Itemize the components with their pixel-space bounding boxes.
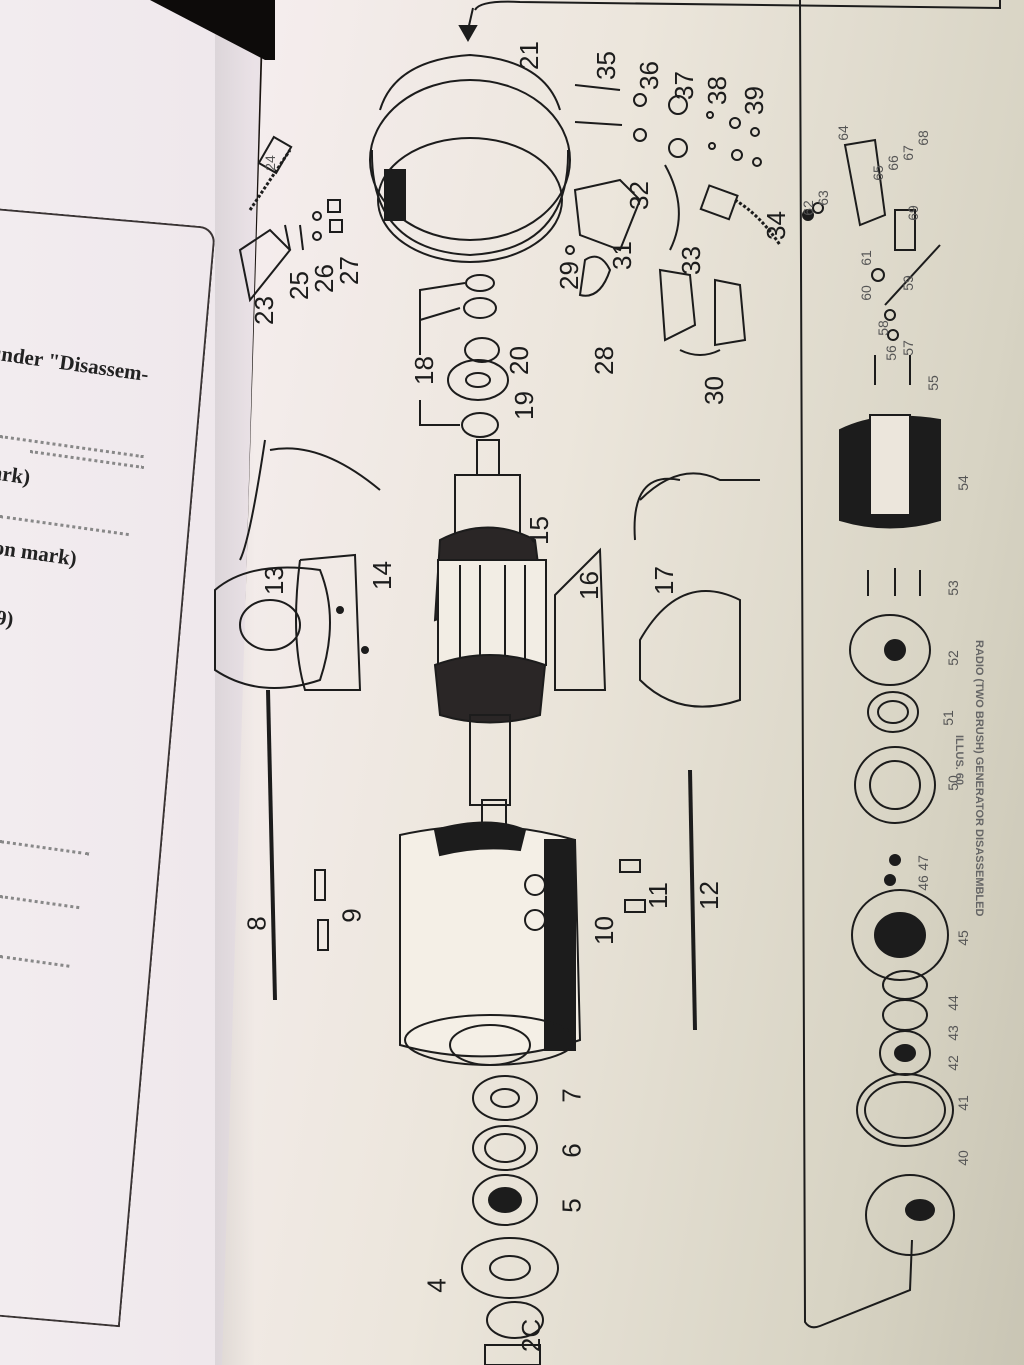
part-label-9: 9 (336, 908, 367, 923)
figure-title: RADIO (TWO BRUSH) GENERATOR DISASSEMBLED (973, 640, 985, 917)
part-label-35: 35 (590, 51, 621, 80)
part-label-44: 44 (944, 995, 961, 1011)
part-label-37: 37 (668, 71, 699, 100)
part-label-62: 62 (799, 200, 816, 216)
part-label-67: 67 (899, 145, 916, 161)
part-label-30: 30 (698, 376, 729, 405)
part-label-47: 47 (914, 855, 931, 871)
part-label-43: 43 (944, 1025, 961, 1041)
part-label-6: 6 (556, 1143, 587, 1158)
part-label-11: 11 (643, 882, 673, 909)
part-label-24: 24 (261, 155, 278, 171)
right-page (222, 0, 1024, 1365)
part-label-31: 31 (606, 241, 637, 270)
part-label-15: 15 (523, 516, 554, 545)
part-label-69: 69 (904, 205, 921, 221)
part-label-12: 12 (693, 881, 724, 910)
part-label-61: 61 (857, 250, 874, 266)
gutter-shadow (215, 0, 255, 1365)
part-label-28: 28 (588, 346, 619, 375)
part-label-64: 64 (834, 125, 851, 141)
part-label-4: 4 (421, 1278, 452, 1293)
part-label-56: 56 (882, 345, 899, 361)
part-label-40: 40 (954, 1150, 971, 1166)
part-label-41: 41 (954, 1095, 971, 1111)
part-label-16: 16 (573, 571, 604, 600)
part-label-19: 19 (508, 391, 539, 420)
part-label-20: 20 (503, 346, 534, 375)
part-label-27: 27 (333, 256, 364, 285)
part-label-46: 46 (914, 875, 931, 891)
part-label-33: 33 (675, 246, 706, 275)
part-label-2C: 2C (516, 1318, 547, 1353)
part-label-21: 21 (513, 41, 544, 70)
part-label-17: 17 (648, 566, 679, 595)
left-page: under "Disassem- ark) on mark) 9) (0, 0, 262, 1365)
part-label-32: 32 (623, 181, 654, 210)
part-label-36: 36 (633, 61, 664, 90)
part-label-55: 55 (924, 375, 941, 391)
part-label-66: 66 (884, 155, 901, 171)
part-label-23: 23 (248, 296, 279, 325)
part-label-59: 59 (899, 275, 916, 291)
part-label-54: 54 (954, 475, 971, 491)
figure-number: ILLUS. 60 (953, 735, 965, 786)
part-label-7: 7 (556, 1088, 587, 1103)
part-label-18: 18 (408, 356, 439, 385)
figure-caption: ILLUS. 60 RADIO (TWO BRUSH) GENERATOR DI… (925, 640, 1005, 916)
part-label-65: 65 (869, 165, 886, 181)
part-label-60: 60 (857, 285, 874, 301)
part-label-39: 39 (738, 86, 769, 115)
part-label-68: 68 (914, 130, 931, 146)
part-label-8: 8 (241, 916, 272, 931)
part-label-57: 57 (899, 340, 916, 356)
part-label-10: 10 (588, 916, 619, 945)
part-label-58: 58 (874, 320, 891, 336)
part-label-63: 63 (814, 190, 831, 206)
part-label-45: 45 (954, 930, 971, 946)
part-label-38: 38 (701, 76, 732, 105)
part-label-29: 29 (553, 261, 584, 290)
part-label-42: 42 (944, 1055, 961, 1071)
part-label-13: 13 (258, 566, 289, 595)
part-label-53: 53 (944, 580, 961, 596)
part-label-14: 14 (366, 561, 397, 590)
part-label-5: 5 (556, 1198, 587, 1213)
part-label-34: 34 (760, 211, 791, 240)
